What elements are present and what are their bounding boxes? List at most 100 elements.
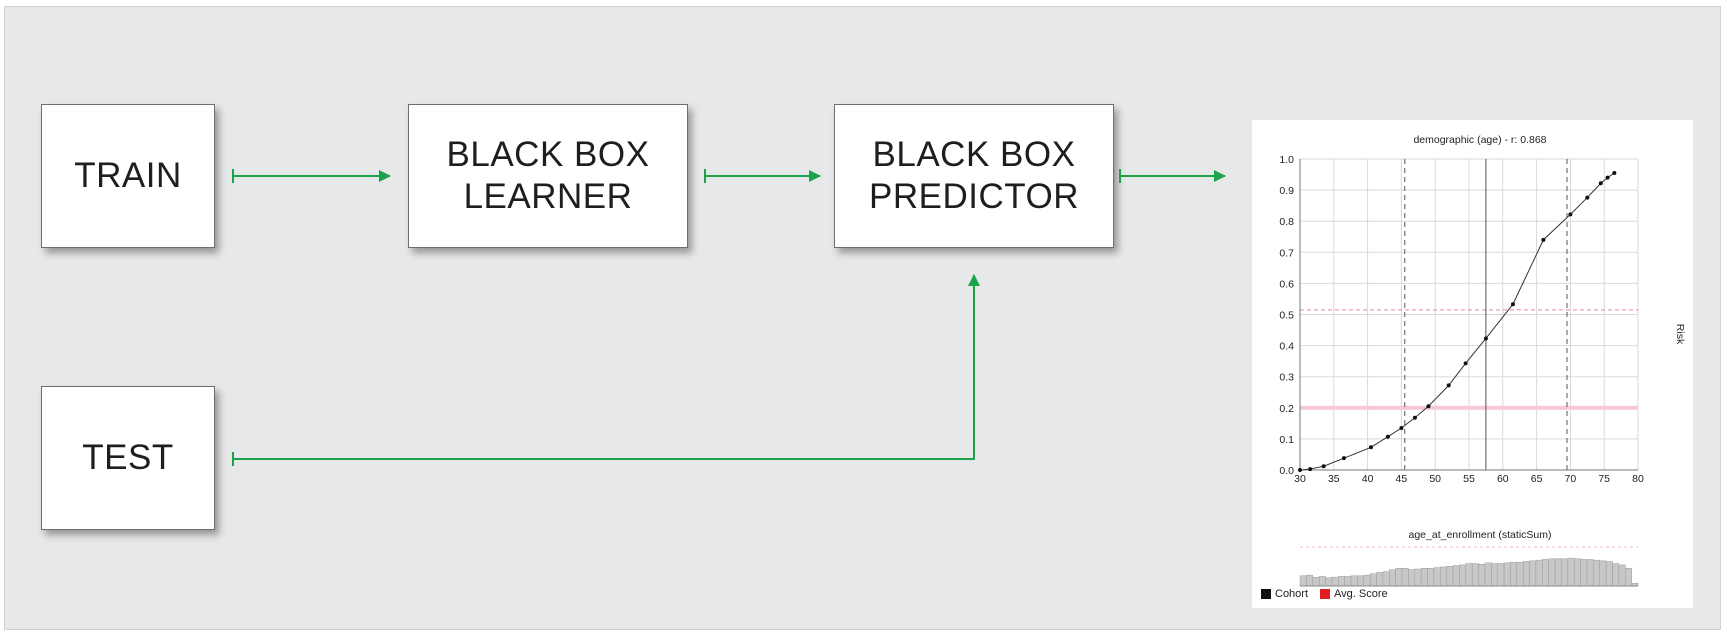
histogram-bar <box>1312 576 1320 587</box>
histogram-bar <box>1452 565 1460 587</box>
histogram-bar <box>1325 577 1333 587</box>
data-point <box>1510 302 1515 307</box>
histogram-bar <box>1548 558 1556 587</box>
data-point <box>1605 175 1610 180</box>
histogram-bar <box>1580 559 1588 587</box>
data-point <box>1426 404 1431 409</box>
black-box-predictor-box: BLACK BOX PREDICTOR <box>834 104 1114 248</box>
y-tick-label: 1.0 <box>1279 154 1294 166</box>
arrow-test-to-predictor <box>232 274 980 466</box>
histogram-bar <box>1529 560 1537 587</box>
arrow-train-to-learner <box>232 169 391 183</box>
y-tick-label: 0.4 <box>1279 341 1294 353</box>
histogram-bar <box>1593 559 1600 587</box>
histogram-bar <box>1573 558 1581 587</box>
histogram-bar <box>1446 566 1454 587</box>
x-tick-label: 55 <box>1463 473 1475 485</box>
x-tick-label: 50 <box>1429 473 1441 485</box>
histogram-bar <box>1471 563 1479 587</box>
histogram-bar <box>1618 564 1626 587</box>
x-tick-label: 45 <box>1396 473 1408 485</box>
data-point <box>1399 426 1404 431</box>
histogram-bar <box>1369 573 1377 587</box>
histogram-bar <box>1503 562 1511 587</box>
histogram-bar <box>1624 568 1632 587</box>
chart-title: demographic (age) - r: 0.868 <box>1413 134 1546 146</box>
data-point <box>1298 468 1302 472</box>
test-box: TEST <box>41 386 215 530</box>
predictor-label-line2: PREDICTOR <box>869 177 1079 216</box>
x-tick-label: 70 <box>1565 473 1577 485</box>
histogram-bar <box>1522 561 1530 587</box>
histogram-bar <box>1350 575 1358 587</box>
histogram-bar <box>1484 562 1492 587</box>
y-tick-label: 0.9 <box>1279 185 1294 197</box>
train-box: TRAIN <box>41 104 215 248</box>
histogram-bar <box>1535 559 1543 587</box>
histogram-bar <box>1516 561 1524 587</box>
histogram-bar <box>1338 576 1345 587</box>
y-tick-label: 0.1 <box>1279 434 1294 446</box>
cohort-swatch <box>1261 589 1271 599</box>
histogram-bar <box>1554 558 1562 587</box>
histogram-bar <box>1408 569 1416 587</box>
histogram-bar <box>1427 568 1435 587</box>
histogram-bar <box>1389 569 1396 587</box>
histogram-bar <box>1357 575 1365 587</box>
x-tick-label: 30 <box>1294 473 1306 485</box>
test-label: TEST <box>82 438 174 477</box>
arrow-learner-to-predictor <box>704 169 821 183</box>
histogram-bar <box>1401 568 1409 587</box>
data-point <box>1321 464 1326 469</box>
data-point <box>1463 361 1468 366</box>
histogram-bar <box>1491 563 1498 587</box>
histogram-bar <box>1605 561 1613 587</box>
x-tick-label: 40 <box>1362 473 1374 485</box>
y-tick-label: 0.3 <box>1279 372 1294 384</box>
y-tick-label: 0.5 <box>1279 310 1294 322</box>
legend-cohort: Cohort <box>1261 588 1308 600</box>
histogram-bar <box>1599 560 1607 587</box>
y-tick-label: 0.0 <box>1279 465 1294 477</box>
learner-label-line2: LEARNER <box>463 177 633 216</box>
data-point <box>1412 415 1417 420</box>
data-point <box>1568 212 1573 217</box>
histogram-bar <box>1306 574 1314 587</box>
histogram-bar <box>1561 558 1569 587</box>
data-point <box>1598 181 1603 186</box>
y-tick-label: 0.2 <box>1279 403 1294 415</box>
data-point <box>1483 336 1488 341</box>
train-label: TRAIN <box>74 156 182 195</box>
y-tick-label: 0.6 <box>1279 278 1294 290</box>
histogram-bar <box>1586 559 1594 587</box>
histogram-bar <box>1567 557 1575 587</box>
data-point <box>1446 383 1451 388</box>
arrow-predictor-to-output <box>1119 169 1226 183</box>
black-box-learner-box: BLACK BOX LEARNER <box>408 104 688 248</box>
histogram-bar <box>1510 561 1518 587</box>
x-tick-label: 65 <box>1531 473 1543 485</box>
data-point <box>1585 195 1590 200</box>
histogram-bar <box>1363 574 1371 587</box>
histogram-bar <box>1420 568 1428 587</box>
learner-label-line1: BLACK BOX <box>446 135 650 174</box>
histogram-bar <box>1299 575 1307 587</box>
histogram-bar <box>1376 572 1384 587</box>
histogram-bar <box>1331 576 1339 587</box>
histogram-bar <box>1344 576 1352 587</box>
histogram-bar <box>1478 563 1486 587</box>
histogram-bar <box>1459 564 1467 587</box>
data-point <box>1385 434 1390 439</box>
histogram-bar <box>1382 571 1390 587</box>
avg-score-band <box>1300 405 1638 410</box>
x-tick-label: 35 <box>1328 473 1340 485</box>
risk-chart: demographic (age) - r: 0.868 Risk age_at… <box>1252 120 1693 608</box>
histogram-bar <box>1542 559 1549 587</box>
legend-avg-score: Avg. Score <box>1320 588 1388 600</box>
histogram-bar <box>1414 568 1422 587</box>
data-point <box>1308 467 1313 472</box>
y-tick-label: 0.7 <box>1279 247 1294 259</box>
data-point <box>1368 445 1373 450</box>
legend-cohort-label: Cohort <box>1275 588 1309 600</box>
